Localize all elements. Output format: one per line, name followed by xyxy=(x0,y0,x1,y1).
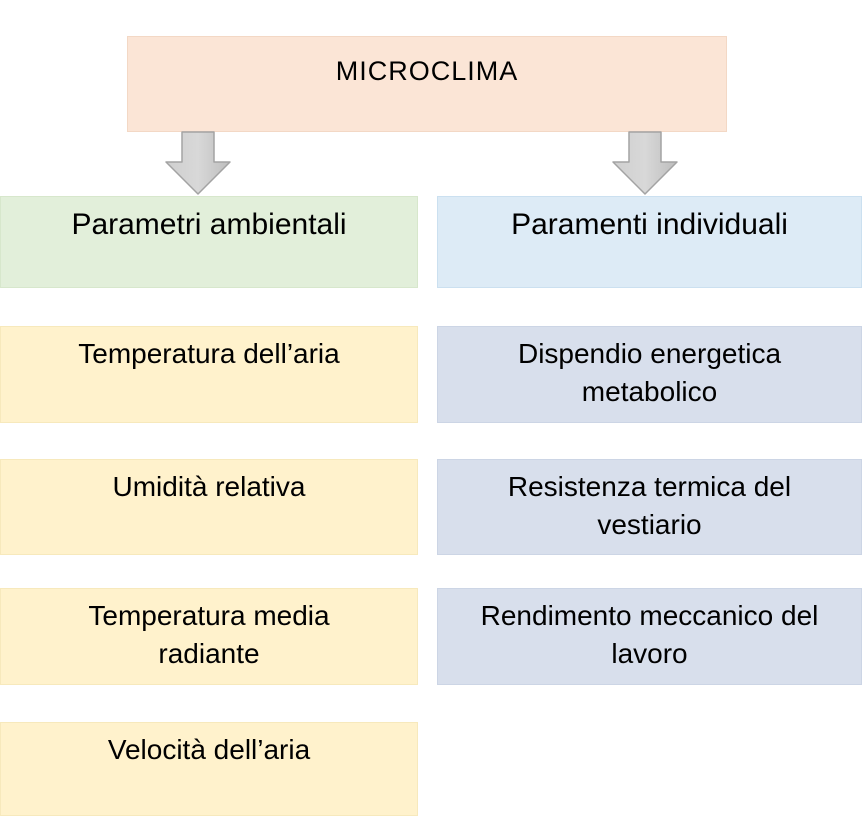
header-label: Parametri ambientali xyxy=(71,208,347,241)
item-label: Umidità relativa xyxy=(112,471,306,502)
item-velocita-aria: Velocità dell’aria xyxy=(0,722,418,816)
item-dispendio-energetica: Dispendio energetica metabolico xyxy=(437,326,862,423)
item-label: Resistenza termica del vestiario xyxy=(507,471,792,540)
header-parametri-ambientali: Parametri ambientali xyxy=(0,196,418,288)
item-temperatura-media-radiante: Temperatura media radiante xyxy=(0,588,418,685)
item-resistenza-termica: Resistenza termica del vestiario xyxy=(437,459,862,555)
item-label: Temperatura media radiante xyxy=(88,600,330,669)
item-temperatura-aria: Temperatura dell’aria xyxy=(0,326,418,423)
diagram-title: MICROCLIMA xyxy=(335,56,519,86)
down-arrow-icon xyxy=(165,131,231,195)
item-label: Temperatura dell’aria xyxy=(78,338,340,369)
header-label: Paramenti individuali xyxy=(511,208,788,241)
down-arrow-icon xyxy=(612,131,678,195)
title-box: MICROCLIMA xyxy=(127,36,727,132)
item-label: Velocità dell’aria xyxy=(107,734,311,765)
item-rendimento-meccanico: Rendimento meccanico del lavoro xyxy=(437,588,862,685)
item-label: Rendimento meccanico del lavoro xyxy=(480,600,819,669)
header-paramenti-individuali: Paramenti individuali xyxy=(437,196,862,288)
item-label: Dispendio energetica metabolico xyxy=(517,338,782,407)
item-umidita-relativa: Umidità relativa xyxy=(0,459,418,555)
